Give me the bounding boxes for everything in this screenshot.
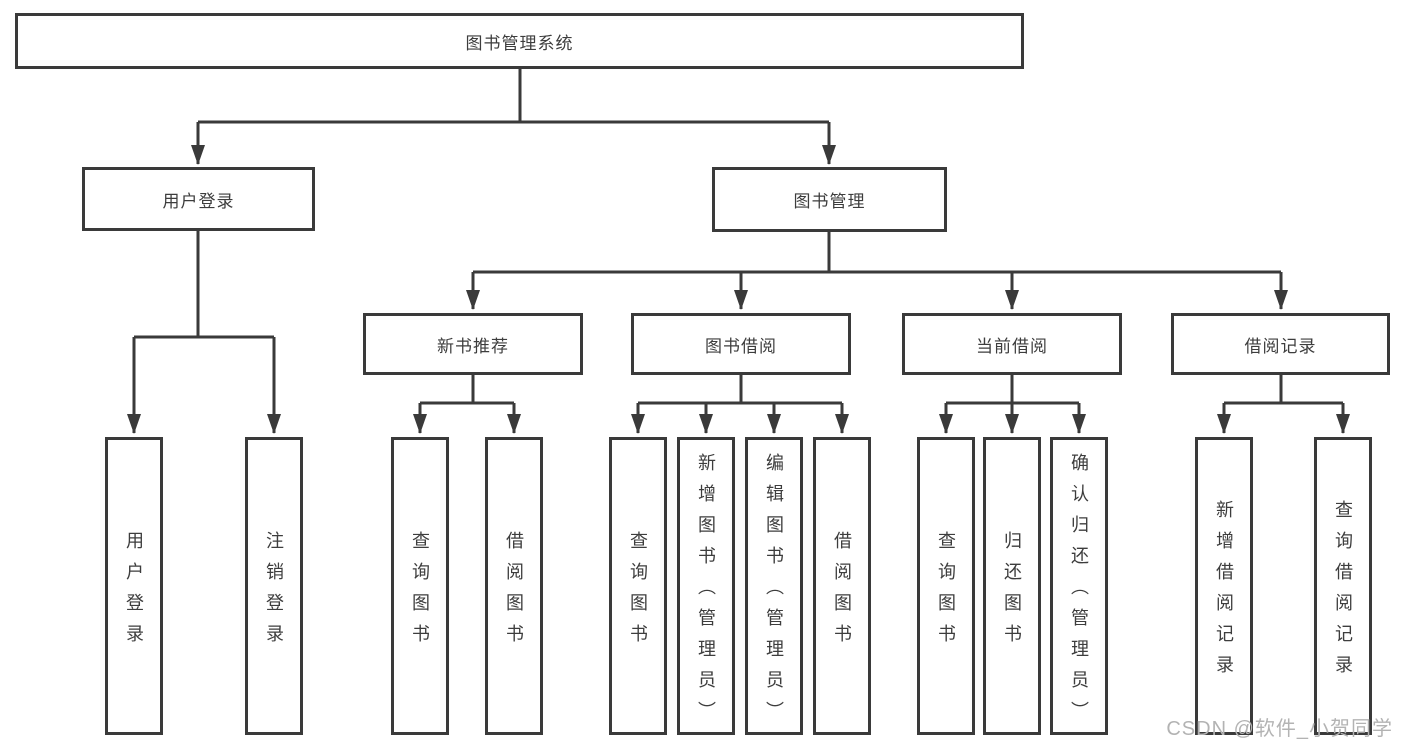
node-borrow-records: 借阅记录: [1171, 313, 1390, 375]
leaf-query-borrow-record-label: 查询借阅记录: [1333, 499, 1353, 686]
leaf-recommend-query-books-label: 查询图书: [410, 530, 430, 655]
node-current-borrow: 当前借阅: [902, 313, 1122, 375]
leaf-borrow-query-books-label: 查询图书: [628, 530, 648, 655]
leaf-add-borrow-record: 新增借阅记录: [1195, 437, 1253, 735]
leaf-user-login-label: 用户登录: [124, 530, 144, 655]
node-new-book-recommend: 新书推荐: [363, 313, 583, 375]
leaf-edit-books-admin: 编辑图书（管理员）: [745, 437, 803, 735]
leaf-current-query-books: 查询图书: [917, 437, 975, 735]
leaf-recommend-borrow-books-label: 借阅图书: [504, 530, 524, 655]
leaf-recommend-borrow-books: 借阅图书: [485, 437, 543, 735]
leaf-current-query-books-label: 查询图书: [936, 530, 956, 655]
leaf-borrow-books-label: 借阅图书: [832, 530, 852, 655]
leaf-return-books-label: 归还图书: [1002, 530, 1022, 655]
leaf-query-borrow-record: 查询借阅记录: [1314, 437, 1372, 735]
leaf-return-books: 归还图书: [983, 437, 1041, 735]
leaf-recommend-query-books: 查询图书: [391, 437, 449, 735]
node-book-management: 图书管理: [712, 167, 947, 232]
leaf-add-borrow-record-label: 新增借阅记录: [1214, 499, 1234, 686]
node-book-borrow: 图书借阅: [631, 313, 851, 375]
leaf-add-books-admin: 新增图书（管理员）: [677, 437, 735, 735]
leaf-borrow-books: 借阅图书: [813, 437, 871, 735]
leaf-logout-label: 注销登录: [264, 530, 284, 655]
leaf-confirm-return-admin-label: 确认归还（管理员）: [1069, 453, 1089, 732]
node-user-login: 用户登录: [82, 167, 315, 231]
leaf-user-login: 用户登录: [105, 437, 163, 735]
leaf-borrow-query-books: 查询图书: [609, 437, 667, 735]
csdn-watermark: CSDN @软件_小贺同学: [1166, 718, 1393, 740]
leaf-add-books-admin-label: 新增图书（管理员）: [696, 453, 716, 732]
leaf-logout: 注销登录: [245, 437, 303, 735]
leaf-confirm-return-admin: 确认归还（管理员）: [1050, 437, 1108, 735]
leaf-edit-books-admin-label: 编辑图书（管理员）: [764, 453, 784, 732]
node-root: 图书管理系统: [15, 13, 1024, 69]
